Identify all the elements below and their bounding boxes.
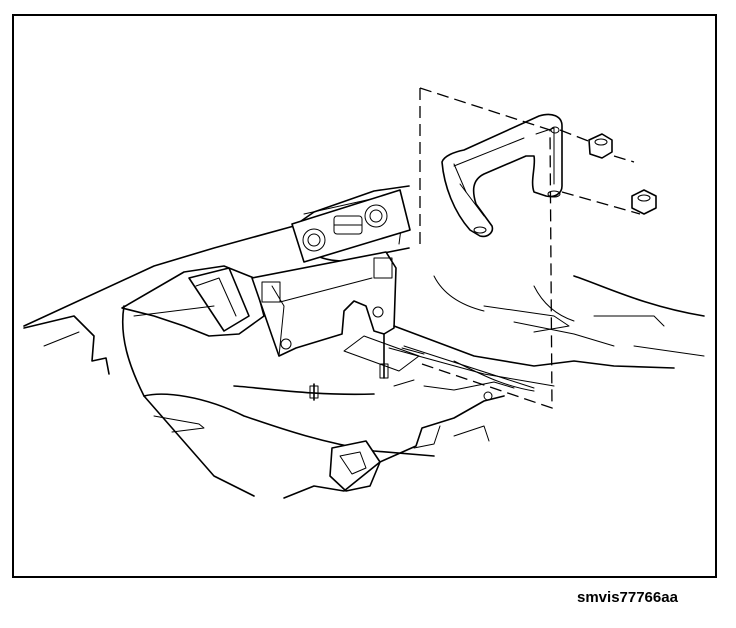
upper-support-bracket	[441, 113, 563, 238]
lower-bracket	[251, 251, 397, 357]
floor-plate	[343, 335, 425, 372]
exploded-view-guides	[419, 87, 641, 409]
floor-studs	[309, 333, 389, 401]
fastener-nuts	[588, 133, 657, 215]
console-tunnel	[121, 265, 435, 457]
diagram-frame	[12, 14, 717, 578]
figure-caption: smvis77766aa	[577, 589, 678, 606]
hvac-control-panel	[291, 189, 411, 263]
floor-pan-right	[388, 275, 705, 392]
front-floor-bracket	[283, 379, 515, 499]
floor-console-bracket-illustration	[23, 87, 705, 499]
